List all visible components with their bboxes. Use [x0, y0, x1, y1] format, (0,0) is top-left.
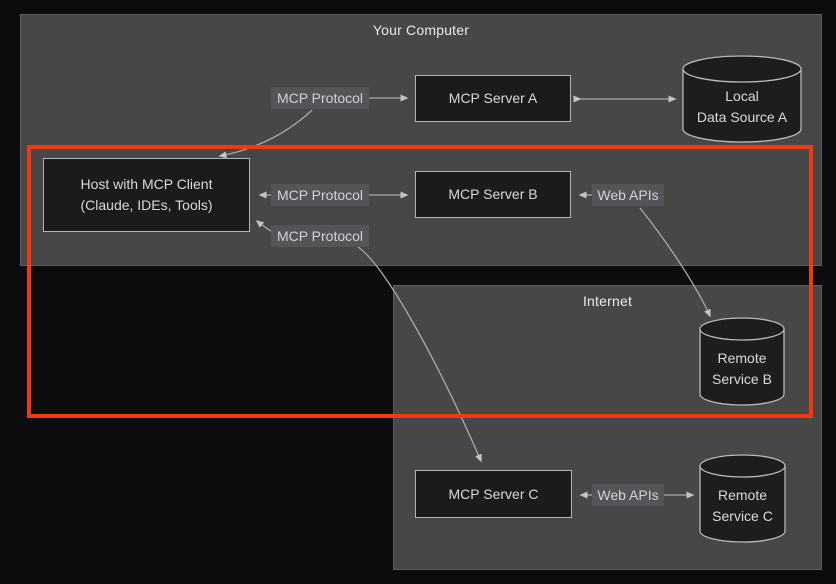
mcp-server-c-node: MCP Server C	[415, 470, 572, 518]
remote-service-c-cylinder	[699, 454, 786, 543]
mcp-server-b-node: MCP Server B	[415, 171, 571, 218]
internet-title: Internet	[582, 293, 633, 309]
web-apis-label-b: Web APIs	[592, 184, 664, 206]
mcp-protocol-label-a: MCP Protocol	[271, 87, 369, 109]
edge-protocol-c-to-host	[255, 220, 272, 232]
mcp-server-c-label: MCP Server C	[448, 485, 539, 502]
web-apis-label-c: Web APIs	[592, 484, 664, 506]
host-node: Host with MCP Client (Claude, IDEs, Tool…	[43, 158, 250, 232]
remote-service-b-cylinder	[699, 317, 785, 406]
edge-protocol-a-to-host	[218, 109, 313, 159]
edge-webapis-to-remote-b	[639, 207, 711, 318]
host-label-line1: Host with MCP Client	[80, 176, 213, 192]
mcp-server-a-label: MCP Server A	[448, 90, 538, 106]
mcp-server-b-label: MCP Server B	[448, 186, 538, 202]
highlight-rectangle	[27, 145, 813, 418]
host-label-line2: (Claude, IDEs, Tools)	[80, 197, 213, 213]
mcp-protocol-label-c: MCP Protocol	[271, 225, 369, 247]
edge-protocol-c-to-server-c	[357, 246, 482, 463]
mcp-server-a-node: MCP Server A	[415, 75, 571, 122]
mcp-protocol-label-b: MCP Protocol	[271, 184, 369, 206]
local-data-source-a-cylinder	[682, 55, 802, 143]
your-computer-title: Your Computer	[372, 22, 470, 38]
